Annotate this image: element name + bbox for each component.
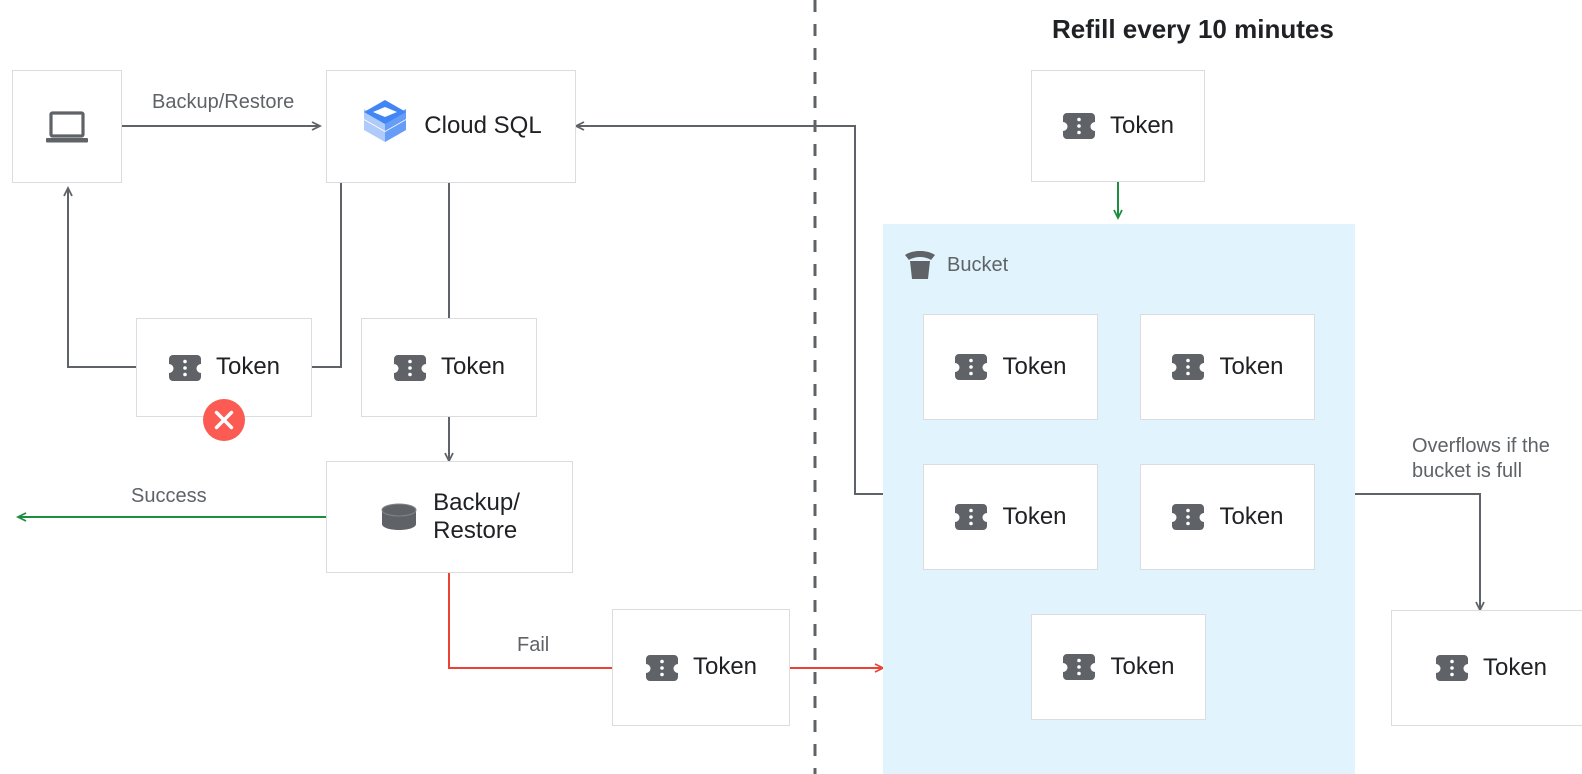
error-x-badge xyxy=(202,398,246,442)
node-bucket-token-1[interactable]: Token xyxy=(923,314,1098,420)
database-icon xyxy=(379,500,419,534)
node-bucket-token-4-label: Token xyxy=(1219,502,1284,530)
node-token-failed-label: Token xyxy=(215,353,281,381)
node-client[interactable] xyxy=(12,70,122,183)
node-bucket-token-1-label: Token xyxy=(1002,352,1067,380)
node-token-fail-out[interactable]: Token xyxy=(612,609,790,726)
token-icon xyxy=(393,352,427,384)
node-bucket-token-3[interactable]: Token xyxy=(923,464,1098,570)
bucket-header: Bucket xyxy=(903,249,1008,281)
node-bucket-token-5[interactable]: Token xyxy=(1031,614,1206,720)
bucket-icon xyxy=(903,249,937,281)
node-cloud-sql[interactable]: Cloud SQL xyxy=(326,70,576,183)
node-token-overflow-label: Token xyxy=(1482,653,1548,681)
token-icon xyxy=(954,351,988,383)
node-token-refill[interactable]: Token xyxy=(1031,70,1205,182)
node-cloud-sql-label: Cloud SQL xyxy=(424,112,542,140)
page-title: Refill every 10 minutes xyxy=(1052,14,1334,44)
token-icon xyxy=(168,352,202,384)
node-bucket-token-2-label: Token xyxy=(1219,352,1284,380)
node-token-consumed-label: Token xyxy=(440,353,506,381)
token-icon xyxy=(645,652,679,684)
edge-label-fail: Fail xyxy=(517,634,550,656)
cloud-sql-icon xyxy=(360,98,410,156)
node-backup-restore[interactable]: Backup/ Restore xyxy=(326,461,573,573)
node-bucket-token-5-label: Token xyxy=(1110,652,1175,680)
node-token-refill-label: Token xyxy=(1109,111,1175,139)
edge-label-success: Success xyxy=(131,485,207,507)
edge-label-backup-restore: Backup/Restore xyxy=(152,91,295,113)
node-token-consumed[interactable]: Token xyxy=(361,318,537,417)
token-icon xyxy=(1171,351,1205,383)
edge-bucket-overflow xyxy=(1355,493,1485,613)
token-icon xyxy=(1435,652,1469,684)
node-bucket-token-3-label: Token xyxy=(1002,502,1067,530)
token-icon xyxy=(1062,110,1096,142)
laptop-icon xyxy=(45,109,89,145)
token-icon xyxy=(1171,501,1205,533)
node-backup-restore-label: Backup/ Restore xyxy=(433,488,520,544)
bucket-label: Bucket xyxy=(947,253,1009,276)
edge-bucket-to-cloudsql xyxy=(573,121,884,495)
node-token-overflow[interactable]: Token xyxy=(1391,610,1582,726)
node-bucket-token-2[interactable]: Token xyxy=(1140,314,1315,420)
token-icon xyxy=(1062,651,1096,683)
node-bucket-token-4[interactable]: Token xyxy=(1140,464,1315,570)
token-icon xyxy=(954,501,988,533)
node-token-fail-out-label: Token xyxy=(692,653,758,681)
edge-label-overflow: Overflows if the bucket is full xyxy=(1412,435,1550,482)
